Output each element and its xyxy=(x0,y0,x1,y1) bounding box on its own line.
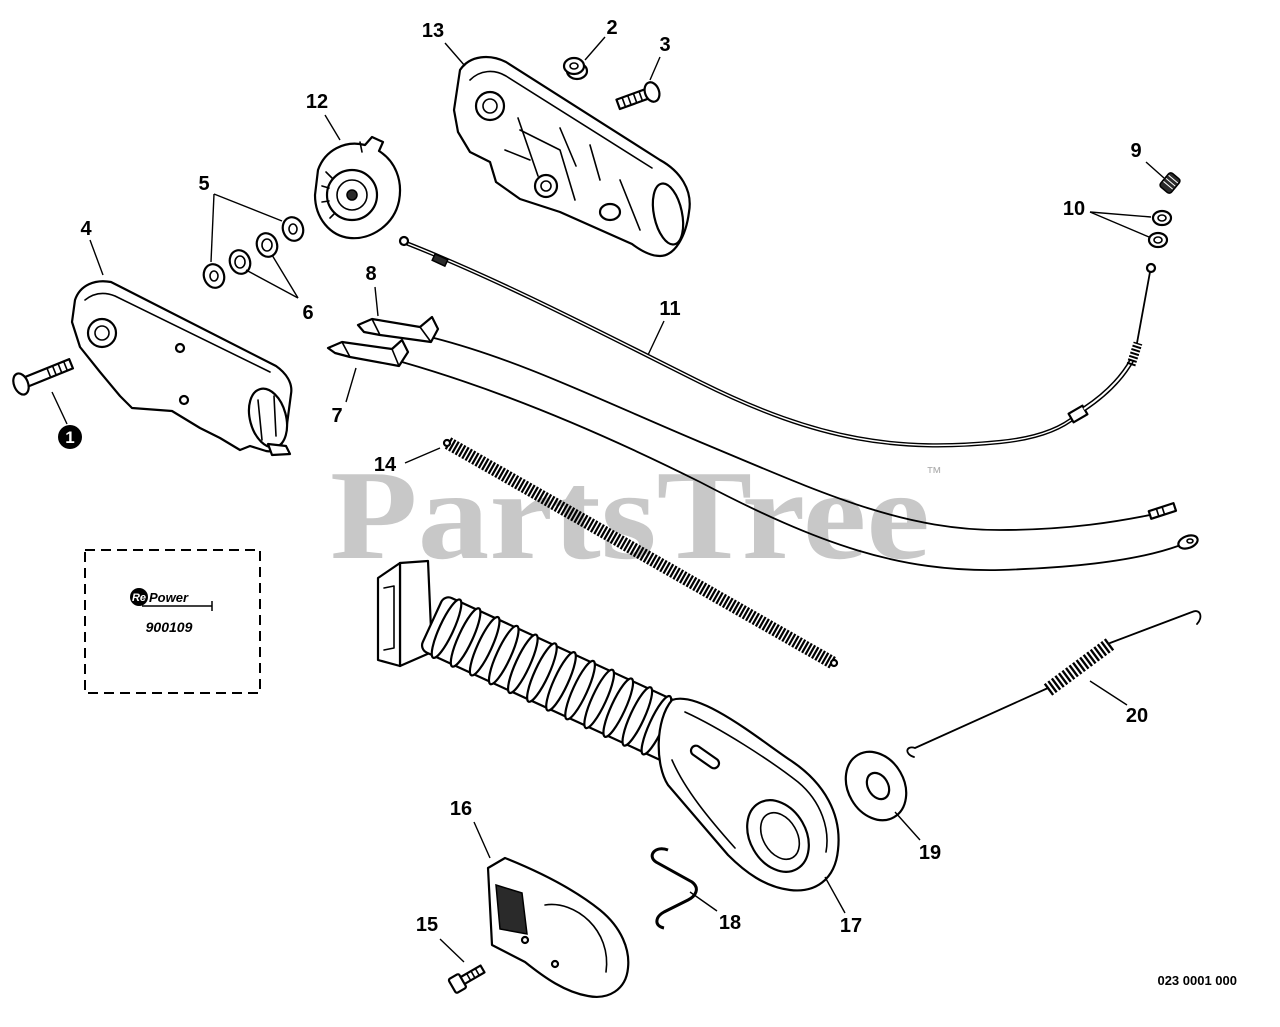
grip-rib xyxy=(621,686,654,747)
callout-1-badge[interactable] xyxy=(58,425,82,449)
grip-rib xyxy=(526,642,558,703)
grip-rib xyxy=(430,598,463,660)
part-20-spring-rod xyxy=(906,610,1202,758)
callout-10[interactable]: 10 xyxy=(1063,198,1085,220)
part-17-handle xyxy=(376,559,840,892)
handle-grip xyxy=(420,596,693,765)
part-6-washer-a xyxy=(255,232,279,258)
callout-7[interactable]: 7 xyxy=(331,405,342,427)
callout-12[interactable]: 12 xyxy=(306,91,328,113)
part-1-screw xyxy=(12,358,75,396)
part-19-washer xyxy=(844,750,908,822)
grip-rib xyxy=(468,615,501,677)
callout-15[interactable]: 15 xyxy=(416,914,438,936)
grip-rib xyxy=(583,668,616,730)
part-6-washer-b xyxy=(228,249,252,275)
clip-wires xyxy=(401,337,1199,571)
callout-5[interactable]: 5 xyxy=(198,173,209,195)
grip-rib xyxy=(602,677,635,738)
part-14-spring xyxy=(442,437,839,669)
part-15-screw xyxy=(447,964,486,994)
callout-2[interactable]: 2 xyxy=(606,17,617,39)
part-9-screw xyxy=(1159,172,1181,194)
callout-19[interactable]: 19 xyxy=(919,842,941,864)
trademark-symbol: ™ xyxy=(926,465,942,482)
callout-3[interactable]: 3 xyxy=(659,34,670,56)
callout-1[interactable]: 1 xyxy=(65,428,74,447)
grip-rib xyxy=(449,607,482,668)
part-11-cable xyxy=(398,235,1157,448)
callout-6[interactable]: 6 xyxy=(302,302,313,324)
kit-box-border xyxy=(84,549,261,694)
callout-11[interactable]: 11 xyxy=(659,298,680,320)
part-16-cover xyxy=(486,856,630,998)
grip-rib xyxy=(506,633,539,695)
part-3-screw xyxy=(615,81,661,111)
kit-part-number[interactable]: 900109 xyxy=(146,619,193,635)
repower-logo-underline xyxy=(142,601,213,611)
part-8-clip xyxy=(356,315,440,344)
part-10-nut-b xyxy=(1147,231,1169,249)
part-5-washer-b xyxy=(202,263,226,289)
callout-16[interactable]: 16 xyxy=(450,798,472,820)
part-4-lower-housing xyxy=(70,280,293,457)
repower-kit-box[interactable]: Re Power 900109 xyxy=(84,549,261,694)
callout-17[interactable]: 17 xyxy=(840,915,862,937)
grip-rib xyxy=(487,624,520,686)
grip-rib xyxy=(545,651,577,712)
drawing-number: 023 0001 000 xyxy=(1157,973,1237,988)
callout-13[interactable]: 13 xyxy=(422,20,444,42)
part-12-cam xyxy=(313,135,402,240)
partstree-watermark: PartsTree xyxy=(330,444,930,586)
part-18-wire-clip xyxy=(650,847,698,930)
callout-9[interactable]: 9 xyxy=(1130,140,1141,162)
part-13-upper-housing xyxy=(452,55,691,258)
part-10-nut-a xyxy=(1151,209,1173,227)
callout-4[interactable]: 4 xyxy=(80,218,92,240)
repower-logo-prefix: Re xyxy=(132,592,146,604)
callout-18[interactable]: 18 xyxy=(719,912,741,934)
repower-logo-suffix: Power xyxy=(149,590,189,605)
part-2-nut xyxy=(562,56,589,81)
callout-8[interactable]: 8 xyxy=(365,263,376,285)
callout-14[interactable]: 14 xyxy=(374,454,397,476)
callout-20[interactable]: 20 xyxy=(1126,705,1148,727)
part-7-clip xyxy=(326,338,410,368)
leader-lines xyxy=(51,36,1165,963)
repower-logo-badge xyxy=(130,588,148,606)
part-5-washer-a xyxy=(281,216,305,242)
